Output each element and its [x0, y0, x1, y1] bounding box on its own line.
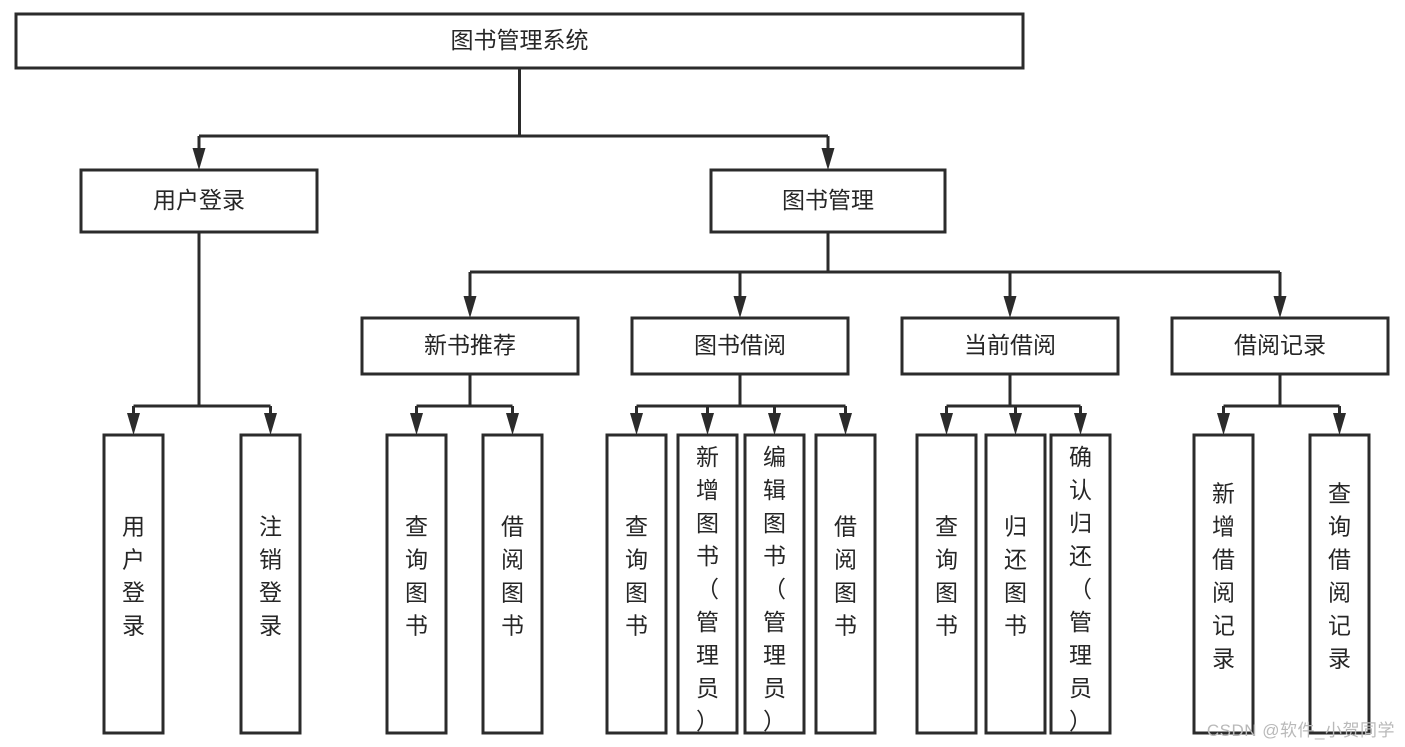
arrow-head-login-1 [264, 413, 277, 435]
node-leaf-0[interactable]: 用户登录 [102, 433, 165, 735]
node-leaf-9[interactable]: 归还图书 [984, 433, 1047, 735]
node-level2-2-label: 当前借阅 [964, 332, 1056, 358]
node-level2-1[interactable]: 图书借阅 [630, 316, 850, 376]
node-level1-0-box [79, 168, 319, 234]
node-leaf-1[interactable]: 注销登录 [239, 433, 302, 735]
arrow-head-borrow-1 [701, 413, 714, 435]
arrow-head-current-0 [940, 413, 953, 435]
node-leaf-4-label: 查询图书 [625, 514, 648, 639]
arrow-head-newbook-0 [410, 413, 423, 435]
node-level2-2[interactable]: 当前借阅 [900, 316, 1120, 376]
node-leaf-6-box [743, 433, 806, 735]
node-level2-3-box [1170, 316, 1390, 376]
node-level2-3[interactable]: 借阅记录 [1170, 316, 1390, 376]
node-leaf-3-label: 借阅图书 [501, 514, 524, 639]
node-leaf-11-box [1192, 433, 1255, 735]
node-leaf-6[interactable]: 编辑图书（管理员） [743, 433, 806, 735]
arrow-head-books-0 [463, 296, 477, 318]
node-leaf-2-label: 查询图书 [405, 514, 428, 639]
node-leaf-6-label: 编辑图书（管理员） [763, 444, 786, 734]
node-level2-2-box [900, 316, 1120, 376]
node-leaf-11[interactable]: 新增借阅记录 [1192, 433, 1255, 735]
node-leaf-1-box [239, 433, 302, 735]
node-root-system-label: 图书管理系统 [451, 27, 589, 53]
node-leaf-11-label: 新增借阅记录 [1212, 481, 1235, 672]
node-level2-0[interactable]: 新书推荐 [360, 316, 580, 376]
node-leaf-7[interactable]: 借阅图书 [814, 433, 877, 735]
node-level1-1-box [709, 168, 947, 234]
node-level1-1-label: 图书管理 [782, 187, 874, 213]
node-leaf-4[interactable]: 查询图书 [605, 433, 668, 735]
node-level2-0-label: 新书推荐 [424, 332, 516, 358]
arrow-head-record-0 [1217, 413, 1230, 435]
node-level2-0-box [360, 316, 580, 376]
arrow-head-login-0 [127, 413, 140, 435]
node-leaf-2-box [385, 433, 448, 735]
node-leaf-9-label: 归还图书 [1004, 514, 1027, 639]
arrow-head-current-1 [1009, 413, 1022, 435]
node-level2-1-box [630, 316, 850, 376]
arrow-head-borrow-2 [768, 413, 781, 435]
node-leaf-5-box [676, 433, 739, 735]
node-leaf-10[interactable]: 确认归还（管理员） [1049, 433, 1112, 735]
node-level1-1[interactable]: 图书管理 [709, 168, 947, 234]
node-level2-3-label: 借阅记录 [1234, 332, 1326, 358]
node-leaf-12[interactable]: 查询借阅记录 [1308, 433, 1371, 735]
arrow-head-books-2 [1003, 296, 1017, 318]
csdn-watermark: CSDN @软件_小贺同学 [1206, 721, 1395, 740]
node-leaf-5[interactable]: 新增图书（管理员） [676, 433, 739, 735]
node-leaf-3[interactable]: 借阅图书 [481, 433, 544, 735]
node-leaf-3-box [481, 433, 544, 735]
node-leaf-4-box [605, 433, 668, 735]
arrow-head-record-1 [1333, 413, 1346, 435]
node-level1-0[interactable]: 用户登录 [79, 168, 319, 234]
node-leaf-8-label: 查询图书 [935, 514, 958, 639]
arrow-head-books-1 [733, 296, 747, 318]
arrow-head-borrow-3 [839, 413, 852, 435]
node-leaf-7-box [814, 433, 877, 735]
node-level1-0-label: 用户登录 [153, 187, 245, 213]
arrow-head-borrow-0 [630, 413, 643, 435]
node-leaf-9-box [984, 433, 1047, 735]
node-leaf-1-label: 注销登录 [259, 514, 282, 639]
node-root-system-box [14, 12, 1025, 70]
arrow-head-current-2 [1074, 413, 1087, 435]
node-leaf-12-box [1308, 433, 1371, 735]
node-leaf-2[interactable]: 查询图书 [385, 433, 448, 735]
node-leaf-7-label: 借阅图书 [834, 514, 857, 639]
node-leaf-5-label: 新增图书（管理员） [696, 444, 719, 734]
node-leaf-8-box [915, 433, 978, 735]
node-leaf-0-box [102, 433, 165, 735]
node-leaf-12-label: 查询借阅记录 [1328, 481, 1351, 672]
nodes-layer: 图书管理系统用户登录图书管理新书推荐图书借阅当前借阅借阅记录用户登录注销登录查询… [14, 12, 1390, 735]
arrow-head-root-1 [821, 148, 835, 170]
node-root-system[interactable]: 图书管理系统 [14, 12, 1025, 70]
node-leaf-10-label: 确认归还（管理员） [1069, 444, 1092, 734]
arrow-head-books-3 [1273, 296, 1287, 318]
arrow-head-newbook-1 [506, 413, 519, 435]
node-level2-1-label: 图书借阅 [694, 332, 786, 358]
node-leaf-0-label: 用户登录 [122, 514, 145, 639]
arrow-head-root-0 [192, 148, 206, 170]
node-leaf-10-box [1049, 433, 1112, 735]
node-leaf-8[interactable]: 查询图书 [915, 433, 978, 735]
connectors-layer [127, 68, 1346, 435]
